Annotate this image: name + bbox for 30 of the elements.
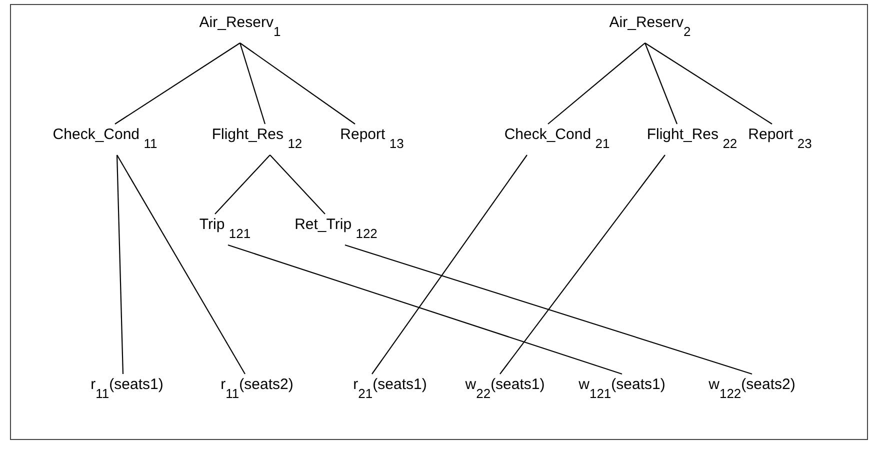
- tree-node-label: Ret_Trip $_{122}$: [294, 216, 378, 243]
- tree-edge-line: [644, 42, 678, 124]
- tree-node-label: w$_{22}$(seats1): [465, 376, 545, 403]
- tree-edge-line: [228, 244, 622, 375]
- tree-node-label: Report $_{13}$: [340, 126, 404, 153]
- tree-node-label: Flight_Res $_{22}$: [646, 126, 738, 153]
- tree-edge-line: [116, 154, 246, 374]
- tree-node-label: Flight_Res $_{12}$: [212, 126, 302, 153]
- tree-node-label: Report $_{23}$: [748, 126, 812, 153]
- tree-edge-line: [548, 42, 646, 124]
- tree-node-label: r$_{11}$(seats1): [90, 376, 164, 403]
- tree-node-label: Check_Cond $_{11}$: [52, 126, 158, 153]
- tree-node-label: w$_{121}$(seats1): [578, 376, 666, 403]
- tree-node-label: r$_{21}$(seats1): [353, 376, 427, 403]
- tree-edge-line: [214, 154, 270, 214]
- tree-edge-line: [644, 42, 772, 124]
- tree-edge-line: [344, 244, 752, 375]
- tree-node-label: Air_Reserv$_{1}$: [199, 14, 281, 41]
- tree-edge-line: [116, 154, 124, 374]
- tree-node-label: Trip $_{121}$: [199, 216, 251, 243]
- tree-node-label: Air_Reserv$_{2}$: [609, 14, 691, 41]
- tree-edge-line: [500, 154, 666, 374]
- tree-node-label: Check_Cond $_{21}$: [504, 126, 610, 153]
- tree-edge-line: [372, 154, 528, 374]
- tree-edge-line: [239, 42, 266, 124]
- tree-node-label: r$_{11}$(seats2): [220, 376, 294, 403]
- tree-node-label: w$_{122}$(seats2): [708, 376, 796, 403]
- tree-edge-line: [270, 154, 326, 214]
- tree-edge-line: [240, 42, 356, 124]
- tree-edge-line: [114, 42, 240, 124]
